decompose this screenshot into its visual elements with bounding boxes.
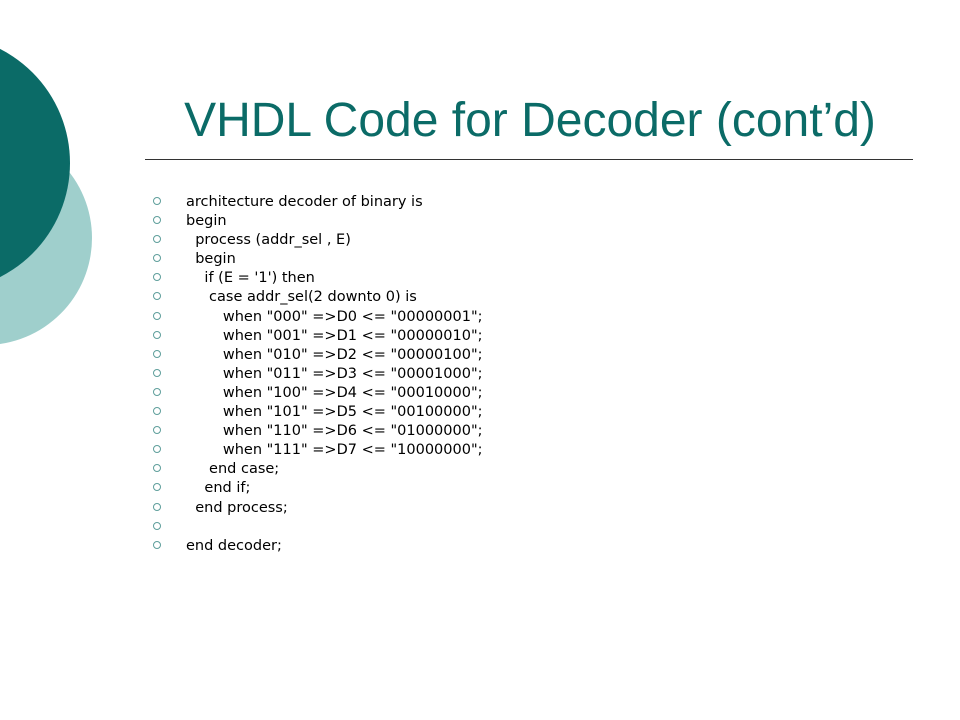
code-line: when "110" =>D6 <= "01000000"; — [153, 422, 483, 441]
code-line-text: begin — [186, 251, 236, 268]
code-line-text: case addr_sel(2 downto 0) is — [186, 289, 417, 306]
code-line: when "000" =>D0 <= "00000001"; — [153, 308, 483, 327]
title-divider — [145, 159, 913, 160]
code-line-text: when "000" =>D0 <= "00000001"; — [186, 308, 483, 325]
code-line: process (addr_sel , E) — [153, 231, 483, 250]
hollow-circle-bullet-icon — [153, 483, 161, 492]
code-line: when "011" =>D3 <= "00001000"; — [153, 365, 483, 384]
hollow-circle-bullet-icon — [153, 521, 161, 530]
code-line: end case; — [153, 460, 483, 479]
code-line-text: when "011" =>D3 <= "00001000"; — [186, 365, 483, 382]
code-line: case addr_sel(2 downto 0) is — [153, 288, 483, 307]
code-line: architecture decoder of binary is — [153, 193, 483, 212]
hollow-circle-bullet-icon — [153, 445, 161, 454]
hollow-circle-bullet-icon — [153, 311, 161, 320]
code-line: if (E = '1') then — [153, 269, 483, 288]
hollow-circle-bullet-icon — [153, 235, 161, 244]
code-line: when "001" =>D1 <= "00000010"; — [153, 327, 483, 346]
hollow-circle-bullet-icon — [153, 540, 161, 549]
code-line: end if; — [153, 479, 483, 498]
code-line: when "100" =>D4 <= "00010000"; — [153, 384, 483, 403]
code-line: begin — [153, 212, 483, 231]
slide-title: VHDL Code for Decoder (cont’d) — [184, 94, 876, 147]
code-line-text: end if; — [186, 480, 251, 497]
code-line-text: end case; — [186, 461, 280, 478]
code-line-text: when "010" =>D2 <= "00000100"; — [186, 346, 483, 363]
code-line-text: end process; — [186, 499, 288, 516]
code-line-text: when "111" =>D7 <= "10000000"; — [186, 442, 483, 459]
hollow-circle-bullet-icon — [153, 197, 161, 205]
code-line-text: when "001" =>D1 <= "00000010"; — [186, 327, 483, 344]
hollow-circle-bullet-icon — [153, 254, 161, 263]
hollow-circle-bullet-icon — [153, 407, 161, 416]
hollow-circle-bullet-icon — [153, 426, 161, 435]
code-line-text: architecture decoder of binary is — [186, 194, 423, 210]
code-line — [153, 518, 483, 537]
code-line: end process; — [153, 499, 483, 518]
code-line-text: when "100" =>D4 <= "00010000"; — [186, 384, 483, 401]
code-line-text: end decoder; — [186, 537, 282, 554]
hollow-circle-bullet-icon — [153, 368, 161, 377]
code-line-text: when "110" =>D6 <= "01000000"; — [186, 423, 483, 440]
hollow-circle-bullet-icon — [153, 216, 161, 225]
code-line: when "101" =>D5 <= "00100000"; — [153, 403, 483, 422]
hollow-circle-bullet-icon — [153, 502, 161, 511]
hollow-circle-bullet-icon — [153, 273, 161, 282]
hollow-circle-bullet-icon — [153, 330, 161, 339]
hollow-circle-bullet-icon — [153, 387, 161, 396]
code-line: when "010" =>D2 <= "00000100"; — [153, 346, 483, 365]
hollow-circle-bullet-icon — [153, 464, 161, 473]
code-line-text: when "101" =>D5 <= "00100000"; — [186, 404, 483, 421]
code-line-text: if (E = '1') then — [186, 270, 315, 287]
decorative-circles — [0, 48, 92, 344]
code-line-text: begin — [186, 213, 227, 230]
code-block: architecture decoder of binary is begin p… — [153, 193, 483, 556]
code-line: when "111" =>D7 <= "10000000"; — [153, 441, 483, 460]
code-line-text: process (addr_sel , E) — [186, 232, 351, 249]
decorative-circle-dark — [0, 48, 70, 278]
hollow-circle-bullet-icon — [153, 349, 161, 358]
code-line: end decoder; — [153, 537, 483, 556]
code-line: begin — [153, 250, 483, 269]
hollow-circle-bullet-icon — [153, 292, 161, 301]
